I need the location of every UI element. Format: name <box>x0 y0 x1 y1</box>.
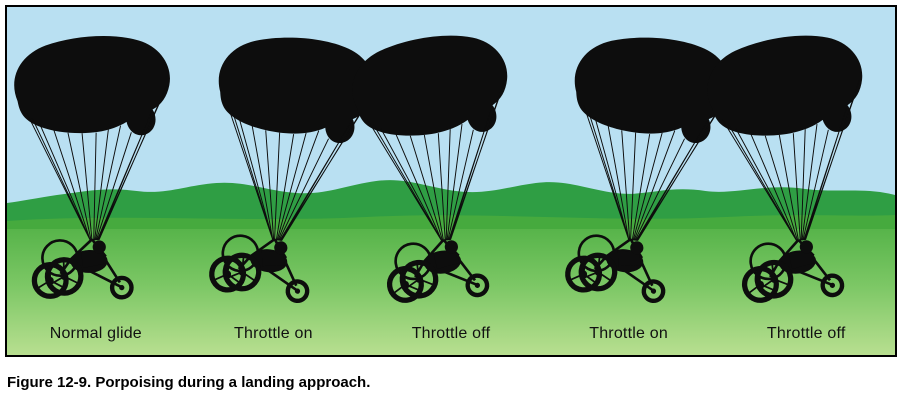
illustration-canvas: Normal glide Throttle on Throttle off Th… <box>5 5 897 357</box>
phase-label: Normal glide <box>49 325 142 342</box>
parachute-panel-normal-glide: Normal glide <box>7 7 185 355</box>
figure-caption: Figure 12-9. Porpoising during a landing… <box>7 374 371 391</box>
parachute-panel-throttle-on-2: Throttle on <box>540 7 718 355</box>
parachute-panels: Normal glide Throttle on Throttle off Th… <box>7 7 895 355</box>
phase-label: Throttle off <box>766 325 846 342</box>
powered-parachute-silhouette <box>688 16 897 335</box>
phase-label: Throttle on <box>234 325 313 342</box>
powered-parachute-silhouette <box>5 22 185 328</box>
phase-label: Throttle off <box>411 325 491 342</box>
parachute-panel-throttle-off-2: Throttle off <box>717 7 895 355</box>
powered-parachute-silhouette <box>333 16 544 335</box>
phase-label: Throttle on <box>589 325 668 342</box>
parachute-panel-throttle-on-1: Throttle on <box>185 7 363 355</box>
parachute-panel-throttle-off-1: Throttle off <box>362 7 540 355</box>
